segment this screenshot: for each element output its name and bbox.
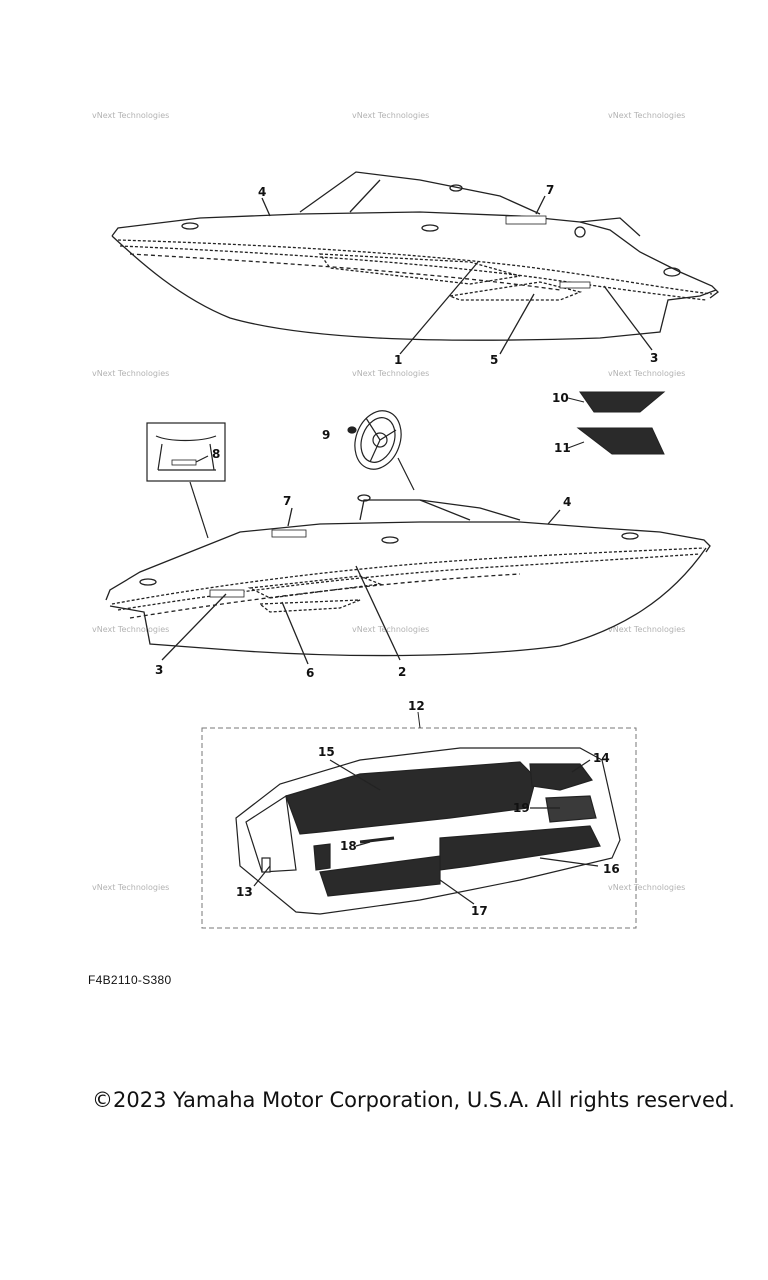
callout-4: 4 [563, 495, 571, 509]
watermark: vNext Technologies [92, 369, 169, 378]
callout-19: 19 [513, 801, 530, 815]
callout-11: 11 [554, 441, 571, 455]
decal-illustrations [567, 391, 666, 455]
callout-3: 3 [155, 663, 163, 677]
figure-code: F4B2110-S380 [88, 973, 172, 987]
callout-6: 6 [306, 666, 314, 680]
parts-diagram: vNext Technologies vNext Technologies vN… [92, 111, 719, 929]
boat-lower-illustration [105, 494, 711, 665]
watermark: vNext Technologies [92, 883, 169, 892]
callout-9: 9 [322, 428, 330, 442]
watermark: vNext Technologies [608, 883, 685, 892]
steering-wheel-illustration [347, 410, 415, 491]
callout-7: 7 [283, 494, 291, 508]
callout-13: 13 [236, 885, 253, 899]
detail-inset-illustration [146, 422, 226, 539]
copyright-notice: ©2023 Yamaha Motor Corporation, U.S.A. A… [92, 1088, 735, 1112]
watermark: vNext Technologies [352, 111, 429, 120]
mat-kit-group [201, 711, 637, 929]
callout-3: 3 [650, 351, 658, 365]
callout-2: 2 [398, 665, 406, 679]
watermark: vNext Technologies [92, 111, 169, 120]
callout-4: 4 [258, 185, 266, 199]
callout-8: 8 [212, 447, 220, 461]
callout-10: 10 [552, 391, 569, 405]
watermark: vNext Technologies [352, 369, 429, 378]
callout-1: 1 [394, 353, 402, 367]
callout-5: 5 [490, 353, 498, 367]
callout-15: 15 [318, 745, 335, 759]
callout-16: 16 [603, 862, 620, 876]
watermark: vNext Technologies [608, 369, 685, 378]
callout-18: 18 [340, 839, 357, 853]
watermark: vNext Technologies [608, 111, 685, 120]
callout-12: 12 [408, 699, 425, 713]
watermark: vNext Technologies [92, 625, 169, 634]
watermark: vNext Technologies [608, 625, 685, 634]
callout-17: 17 [471, 904, 488, 918]
watermark: vNext Technologies [352, 625, 429, 634]
boat-upper-illustration [111, 171, 719, 355]
callout-labels: 4 7 1 5 3 10 11 9 8 7 4 3 6 2 12 15 14 1… [155, 183, 658, 918]
deck-mat-illustration [235, 747, 621, 915]
callout-7: 7 [546, 183, 554, 197]
callout-14: 14 [593, 751, 610, 765]
